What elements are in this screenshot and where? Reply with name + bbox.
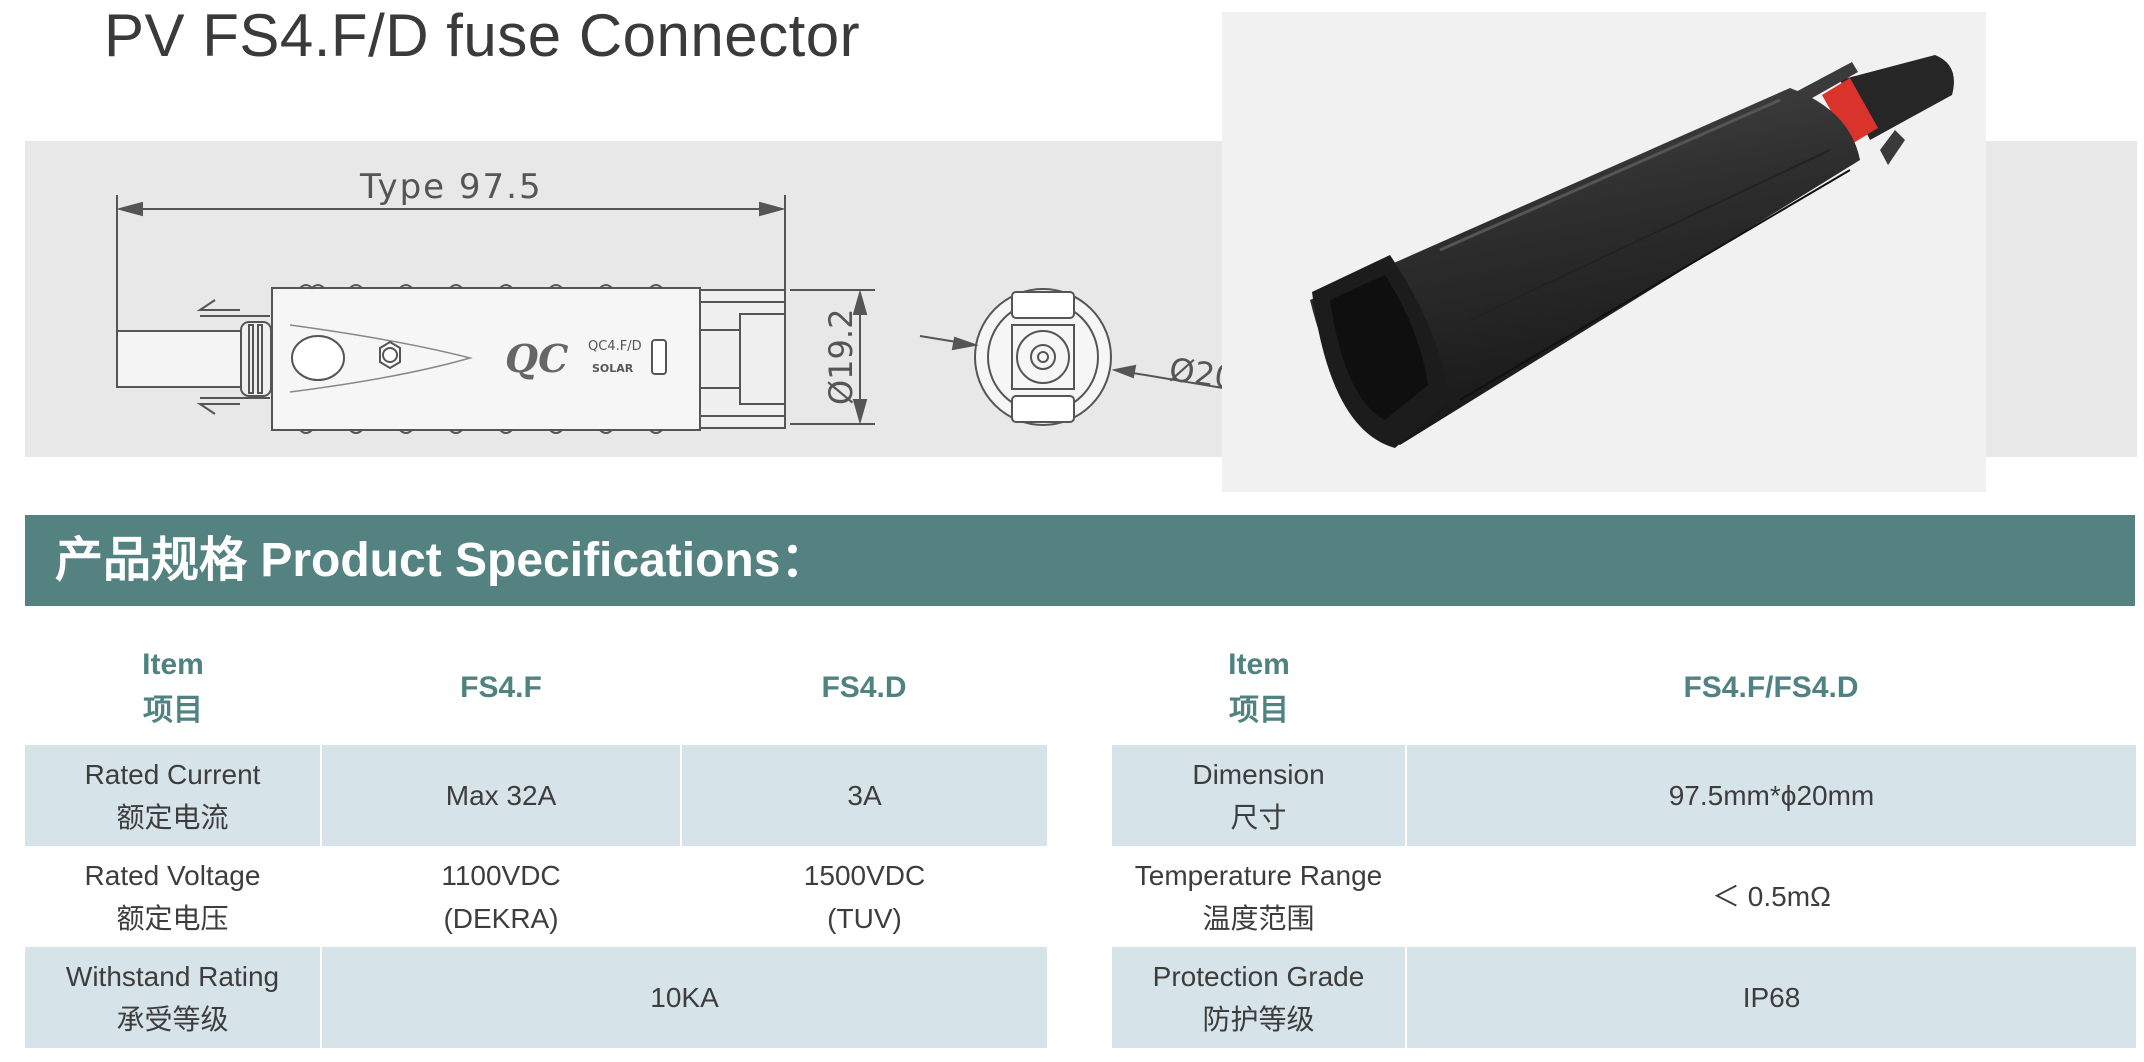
row-label-zh: 尺寸 [1230,801,1287,833]
header-fs4f-fs4d: FS4.F/FS4.D [1406,630,2136,745]
spec-table-right: Item 项目 FS4.F/FS4.D Dimension 尺寸 97.5mm*… [1112,630,2136,1048]
cell-fs4d-line1: 1500VDC [803,859,926,891]
table-row: Temperature Range 温度范围 ＜ 0.5mΩ [1112,846,2136,947]
table-row: Dimension 尺寸 97.5mm*ϕ20mm [1112,745,2136,846]
qc-logo-mark: QC [505,336,568,381]
cell-fs4d: 3A [680,745,1047,846]
row-label-zh: 额定电流 [116,801,229,833]
cell-fs4d-line2: (TUV) [827,902,902,934]
length-dimension-label: Type 97.5 [359,167,543,207]
table-row: Rated Current 额定电流 Max 32A 3A [25,745,1047,846]
table-row: Protection Grade 防护等级 IP68 [1112,947,2136,1048]
header-fs4f: FS4.F [321,630,681,745]
table-row: Withstand Rating 承受等级 10KA [25,947,1047,1048]
page-title: PV FS4.F/D fuse Connector [104,2,861,69]
row-label-en: Withstand Rating [65,960,280,992]
header-fs4d: FS4.D [681,630,1047,745]
height-dimension-label: Ø19.2 [822,309,860,405]
cell-fs4f: 1100VDC (DEKRA) [320,846,681,947]
table-header-row: Item 项目 FS4.F/FS4.D [1112,630,2136,745]
connector-photo-shape [1310,55,1954,448]
row-label: Withstand Rating 承受等级 [25,947,321,1048]
row-label-en: Rated Current [84,758,261,790]
brand-marking: SOLAR [592,362,634,375]
table-row: Rated Voltage 额定电压 1100VDC (DEKRA) 1500V… [25,846,1047,947]
cell-fs4d: 1500VDC (TUV) [680,846,1047,947]
header-item: Item 项目 [1112,630,1406,745]
row-label: Dimension 尺寸 [1112,745,1406,846]
spec-table-left: Item 项目 FS4.F FS4.D Rated Current 额定电流 M… [25,630,1047,1048]
header-item: Item 项目 [25,630,321,745]
cell-value: IP68 [1405,947,2136,1048]
spec-banner-title: 产品规格 Product Specifications： [55,534,829,587]
row-label: Temperature Range 温度范围 [1112,846,1406,947]
header-item-zh: 项目 [1229,693,1289,727]
spec-banner: 产品规格 Product Specifications： [25,515,2135,606]
cell-value: ＜ 0.5mΩ [1405,846,2136,947]
row-label-zh: 防护等级 [1202,1003,1315,1035]
row-label-en: Dimension [1192,758,1325,790]
row-label-zh: 温度范围 [1202,902,1315,934]
cell-fs4f: Max 32A [320,745,681,846]
header-item-zh: 项目 [143,693,203,727]
table-header-row: Item 项目 FS4.F FS4.D [25,630,1047,745]
model-marking: QC4.F/D [588,339,642,354]
cell-fs4f-line2: (DEKRA) [443,902,559,934]
row-label: Rated Voltage 额定电压 [25,846,321,947]
cell-fs4f-line1: 1100VDC [441,859,561,891]
row-label: Protection Grade 防护等级 [1112,947,1406,1048]
row-label-en: Temperature Range [1134,859,1383,891]
row-label-en: Protection Grade [1152,960,1365,992]
row-label: Rated Current 额定电流 [25,745,321,846]
row-label-zh: 额定电压 [116,902,229,934]
header-item-en: Item [1228,647,1290,681]
cell-value: 97.5mm*ϕ20mm [1405,745,2136,846]
row-label-zh: 承受等级 [116,1003,229,1035]
cell-merged-value: 10KA [320,947,1047,1048]
row-label-en: Rated Voltage [84,859,261,891]
header-item-en: Item [142,647,204,681]
